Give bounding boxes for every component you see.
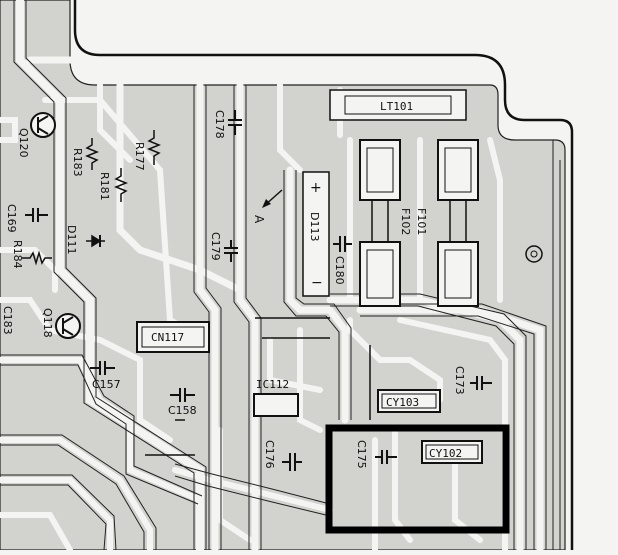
highlight-box [325,424,510,534]
label-q118: Q118 [41,308,54,338]
trace-lines [0,0,561,551]
diode-d111: D111 [65,225,105,254]
ic-ic112: IC112 [253,378,299,417]
label-c179: C179 [209,232,222,261]
component-cy102: CY102 [421,440,483,464]
transistor-q118: Q118 [41,308,81,339]
mounting-hole [525,245,543,263]
label-c173: C173 [453,366,466,395]
resistor-r177: R177 [133,130,162,171]
resistor-r184: R184 [11,240,52,269]
fuse-f102: F102 [359,139,412,307]
transistor-q120: Q120 [17,112,56,158]
capacitor-c179: C179 [209,232,238,262]
label-r181: R181 [98,172,111,201]
label-c175: C175 [355,440,368,469]
trace-channels [0,0,540,550]
label-c157: C157 [92,378,121,391]
label-c178: C178 [213,110,226,139]
arrow-a: A [252,189,283,224]
capacitor-c178: C178 [213,110,242,139]
connector-cn117: CN117 [136,321,210,353]
capacitor-c180: C180 [333,236,352,285]
label-cy103: CY103 [386,396,419,409]
capacitor-c176: C176 [263,440,302,471]
label-c180: C180 [333,256,346,285]
capacitor-c169: C169 [5,204,48,233]
capacitor-c173: C173 [453,366,492,395]
label-f102: F102 [399,208,412,235]
copper-pour [0,0,566,551]
board-outline [73,0,574,550]
label-r184: R184 [11,240,24,269]
label-c158: C158 [168,404,197,417]
capacitor-c158: C158 [168,388,197,417]
fuse-f101: F101 [415,139,479,307]
label-lt101: LT101 [380,100,413,113]
label-ic112: IC112 [256,378,289,391]
label-cn117: CN117 [151,331,184,344]
label-d113-minus: − [311,275,323,291]
resistor-r181: R181 [98,168,129,202]
jumper-lines [145,317,371,456]
label-q120: Q120 [17,128,30,158]
label-cy102: CY102 [429,447,462,460]
label-a: A [252,215,266,224]
capacitor-c157: C157 [90,361,121,391]
label-c169: C169 [5,204,18,233]
label-c176: C176 [263,440,276,469]
label-d111: D111 [65,225,78,254]
component-lt101: LT101 [329,89,467,121]
component-cy103: CY103 [377,389,441,413]
capacitor-c175: C175 [355,440,397,469]
label-f101: F101 [415,208,428,235]
label-d113: D113 [308,212,321,241]
label-r177: R177 [133,142,146,171]
label-c183: C183 [1,306,14,335]
diode-d113: + D113 − [302,171,330,297]
label-d113-plus: + [310,180,322,196]
label-r183: R183 [71,148,84,177]
resistor-r183: R183 [71,138,100,177]
